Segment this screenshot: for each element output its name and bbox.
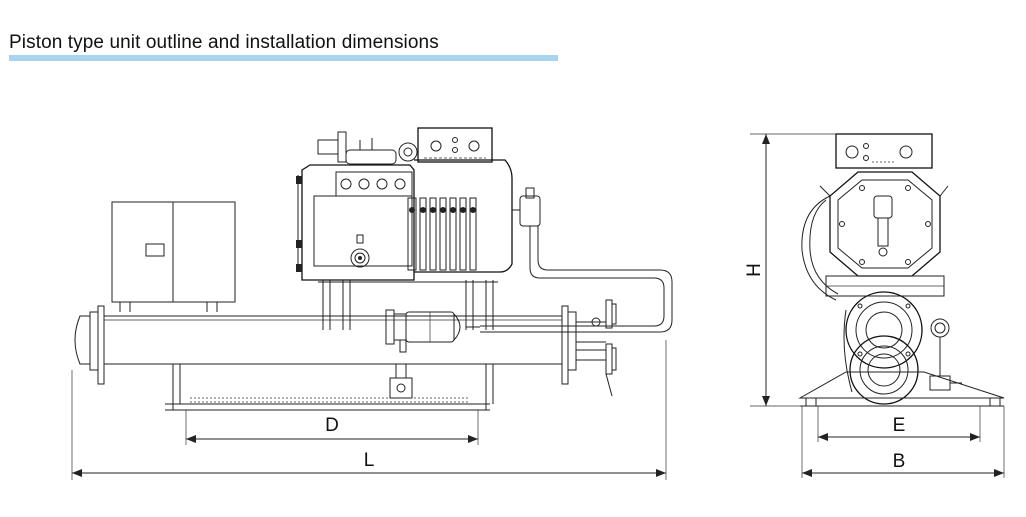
dimension-h: H	[744, 134, 770, 406]
dimension-label-l: L	[364, 450, 375, 471]
dimension-label-e: E	[893, 415, 906, 436]
condenser-shell	[74, 299, 617, 397]
front-view: D L	[71, 127, 673, 480]
dimension-d: D	[186, 415, 478, 443]
compressor-supports	[318, 280, 498, 330]
control-box	[111, 201, 236, 312]
side-view: H E B	[744, 133, 1005, 478]
dimension-label-d: D	[325, 415, 339, 436]
title-underline	[9, 55, 558, 61]
dimension-e: E	[818, 415, 980, 441]
motor-fins	[407, 197, 477, 271]
base-frame	[165, 364, 494, 411]
refrigerant-piping	[480, 259, 673, 333]
dimension-label-b: B	[893, 451, 906, 472]
dimension-l: L	[72, 450, 666, 477]
compressor	[296, 127, 541, 281]
dimension-label-h: H	[744, 263, 765, 277]
dimension-b: B	[802, 451, 1004, 477]
page-title: Piston type unit outline and installatio…	[9, 32, 439, 53]
oil-separator	[385, 309, 480, 353]
